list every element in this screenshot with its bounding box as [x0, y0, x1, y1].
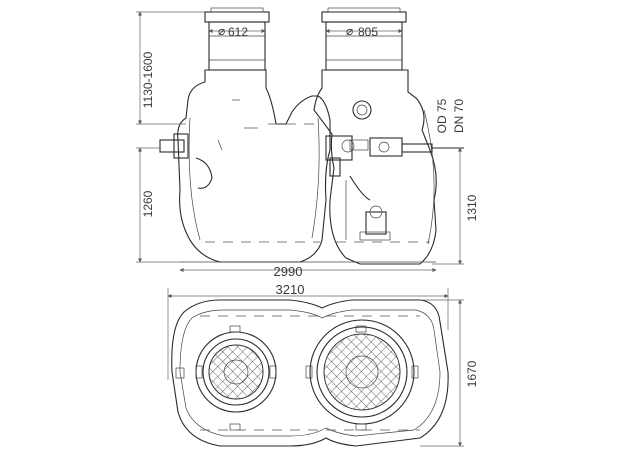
inlet-pipe: [159, 133, 213, 189]
dimension-lines: [136, 11, 464, 447]
shaft-right-label: 805: [358, 25, 378, 39]
height-lower-label: 1260: [141, 190, 155, 217]
left-tank-rib: [188, 117, 201, 241]
height-range-label: 1130-1600: [141, 51, 155, 108]
internal-pump: [345, 175, 391, 241]
inspection-port: [352, 100, 372, 120]
side-view: [159, 7, 464, 265]
top-view-outline: [171, 299, 449, 447]
transfer-tee: [325, 135, 369, 177]
diameter-symbol-left: ⌀: [218, 24, 225, 38]
width-top-label: 1670: [465, 360, 479, 387]
left-tank-rib-right: [311, 117, 320, 239]
left-manhole: [195, 331, 277, 413]
right-shaft: [321, 7, 407, 71]
right-manhole: [305, 319, 419, 425]
shaft-left-label: 612: [228, 25, 248, 39]
pipe-dn-label: DN 70: [452, 99, 466, 133]
dimension-labels: 1130-1600 1260 1310 2990 3210 1670 OD 75…: [141, 24, 479, 387]
height-right-label: 1310: [465, 194, 479, 221]
right-tank-body: [313, 69, 437, 265]
top-view: [171, 299, 449, 447]
length-side-label: 2990: [274, 264, 303, 279]
pipe-od-label: OD 75: [435, 98, 449, 133]
right-tank-rib: [423, 109, 435, 245]
top-view-inner-outline: [179, 309, 441, 437]
left-shaft: [204, 7, 270, 71]
outlet-pipe: [369, 137, 464, 157]
left-tank-body: [177, 69, 331, 263]
length-top-label: 3210: [276, 282, 305, 297]
diameter-symbol-right: ⌀: [346, 24, 353, 38]
